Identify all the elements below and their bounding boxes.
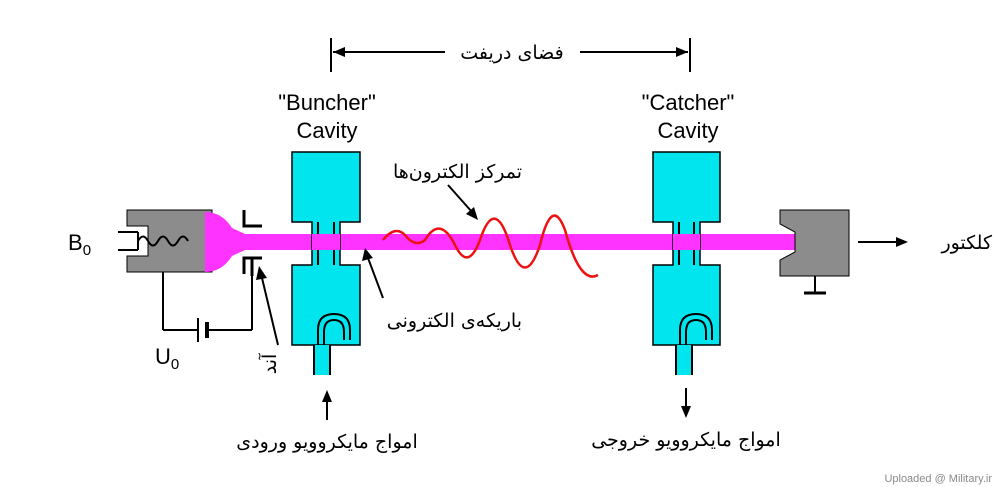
output-microwave-arrow [681, 388, 691, 418]
bunching-wave [382, 214, 599, 278]
catcher-subtitle: Cavity [657, 118, 718, 143]
bunching-pointer [447, 184, 478, 220]
anode-pointer [256, 266, 279, 346]
anode [242, 210, 262, 276]
output-microwave-label: امواج مایکروویو خروجی [591, 429, 781, 451]
input-microwave-arrow [322, 390, 332, 420]
electron-beam-label: باریکه‌ی الکترونی [387, 310, 522, 332]
electron-gun [118, 209, 213, 273]
buncher-cavity [291, 151, 361, 375]
beam-pointer [362, 248, 384, 299]
buncher-subtitle: Cavity [296, 118, 357, 143]
collector-label: کلکتور [940, 232, 993, 254]
anode-label: آند [257, 353, 281, 374]
drift-space-label: فضای دریفت [460, 42, 563, 64]
power-supply-circuit [162, 272, 253, 342]
collector-arrow [858, 237, 908, 247]
electron-beam [205, 212, 800, 272]
catcher-title: "Catcher" [642, 90, 735, 115]
input-microwave-label: امواج مایکروویو ورودی [236, 431, 417, 453]
heater-coil-loops [137, 235, 189, 247]
u0-label: U0 [155, 344, 179, 373]
heater-coil-icon [118, 231, 138, 251]
watermark: Uploaded @ Military.ir [884, 473, 992, 485]
b0-label: B0 [68, 230, 91, 259]
drift-space-dimension [330, 38, 691, 72]
collector [779, 209, 850, 295]
buncher-title: "Buncher" [278, 90, 376, 115]
bunching-label: تمرکز الکترون‌ها [393, 161, 522, 183]
catcher-cavity [652, 151, 721, 375]
